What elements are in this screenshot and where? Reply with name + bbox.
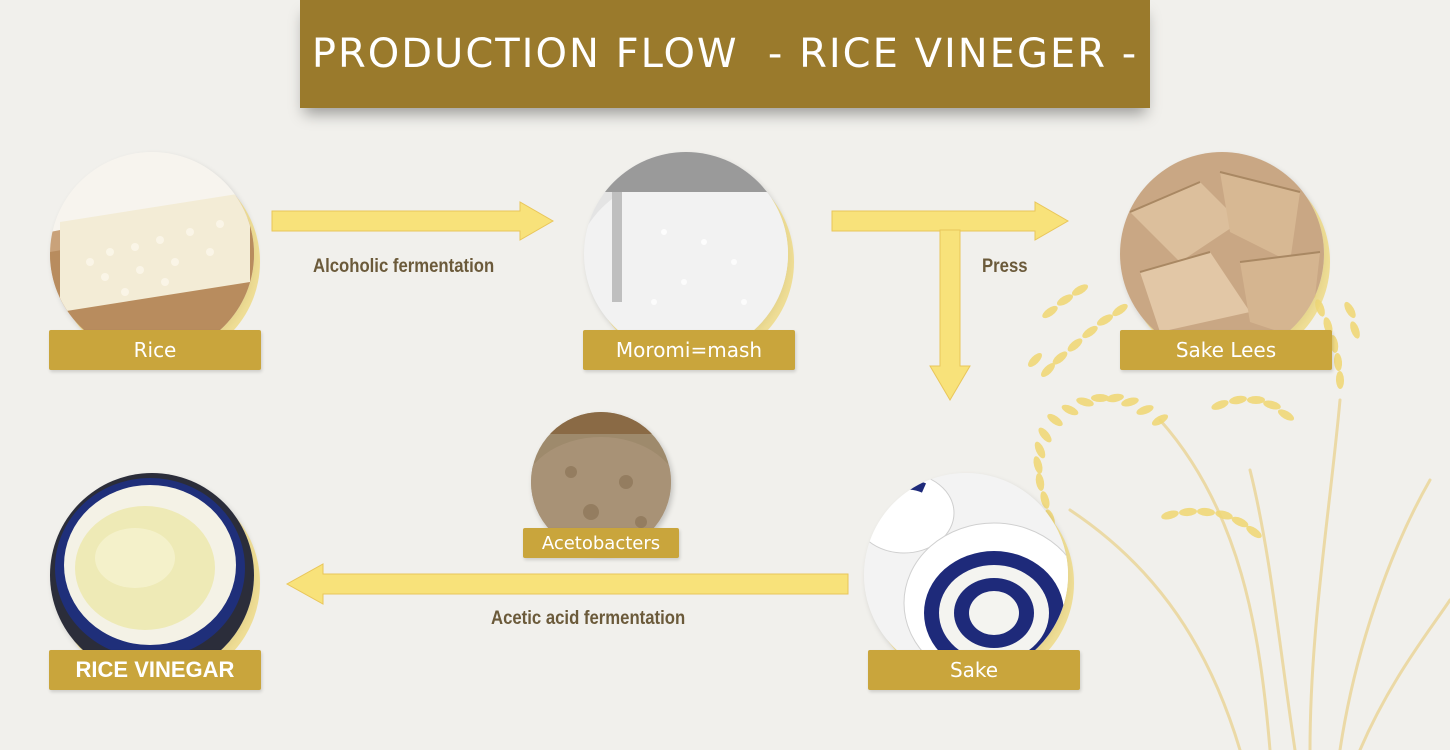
arrow-moromi-to-sake-lees	[831, 201, 1070, 241]
arrow-sake-to-rice-vinegar	[285, 563, 849, 605]
node-rice-vinegar: RICE VINEGAR	[49, 650, 261, 690]
sake-image	[864, 473, 1068, 677]
sake-lees-image	[1120, 152, 1324, 356]
title-banner: PRODUCTION FLOW - RICE VINEGER -	[300, 0, 1150, 108]
edge-label-press: Press	[982, 256, 1028, 277]
node-moromi: Moromi=mash	[583, 330, 795, 370]
rice-image	[50, 152, 254, 356]
node-sake: Sake	[868, 650, 1080, 690]
moromi-image	[584, 152, 788, 356]
node-sake-lees: Sake Lees	[1120, 330, 1332, 370]
edge-label-acetic-acid-fermentation: Acetic acid fermentation	[491, 608, 686, 629]
rice-vinegar-image	[50, 473, 254, 677]
node-acetobacters: Acetobacters	[523, 528, 679, 558]
arrow-rice-to-moromi	[271, 201, 555, 241]
arrow-moromi-to-sake	[929, 229, 971, 401]
edge-label-alcoholic-fermentation: Alcoholic fermentation	[313, 256, 495, 277]
page-title: PRODUCTION FLOW - RICE VINEGER -	[311, 31, 1139, 77]
node-rice: Rice	[49, 330, 261, 370]
